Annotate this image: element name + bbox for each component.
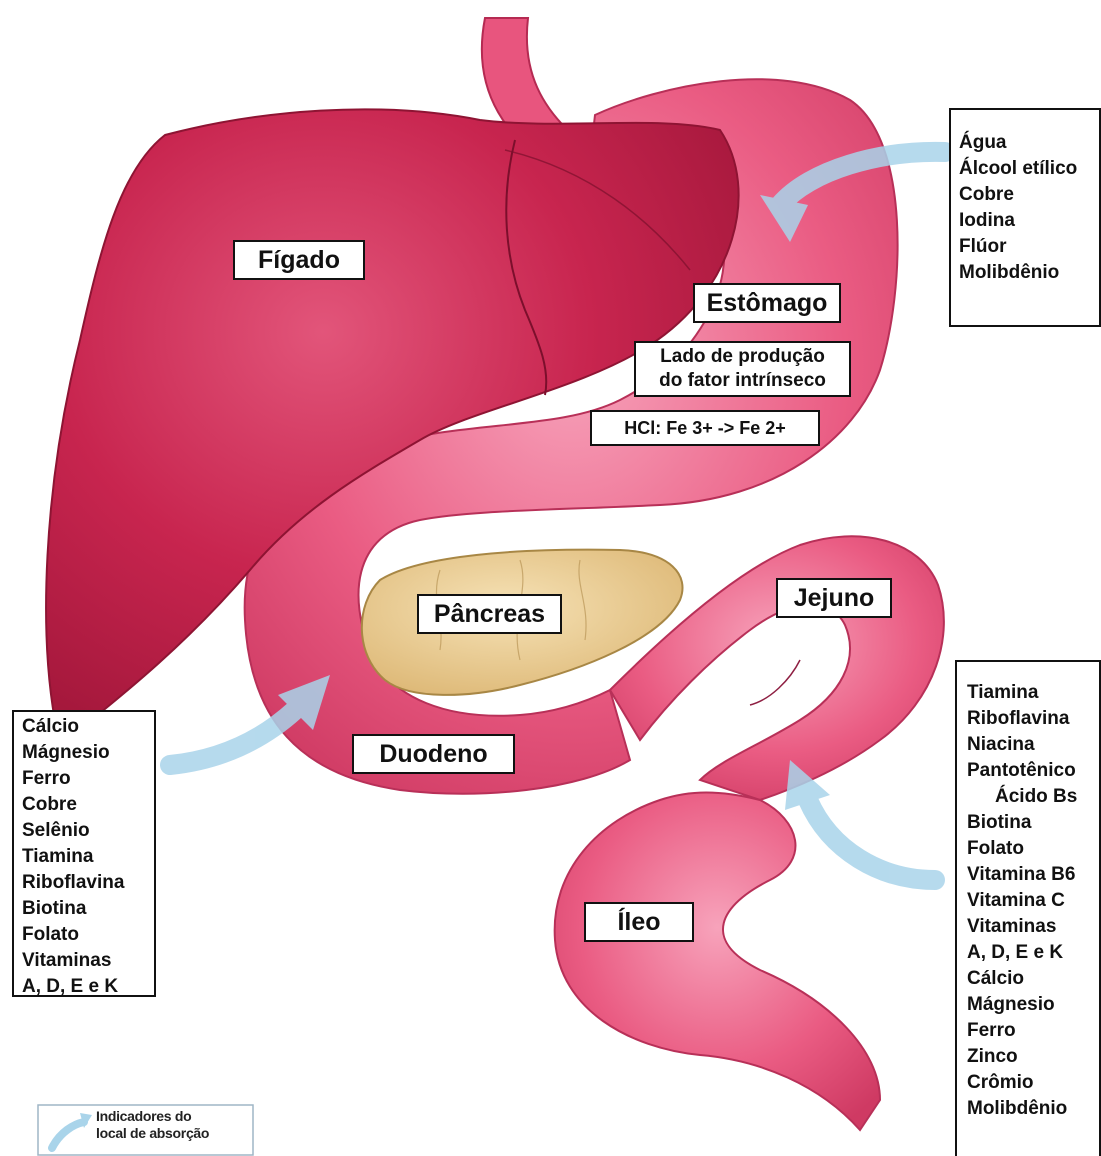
list-item: Vitamina C [967,888,1099,914]
list-item: Selênio [22,818,154,844]
duodenum-label: Duodeno [352,734,515,774]
jejunum-ileum-absorption-list: Tiamina Riboflavina Niacina Pantotênico … [955,660,1101,1156]
list-item: Mágnesio [967,992,1099,1018]
list-item: Cobre [959,182,1099,208]
list-item: Biotina [967,810,1099,836]
list-item: Mágnesio [22,740,154,766]
list-item: Flúor [959,234,1099,260]
list-item: Vitaminas [22,948,154,974]
list-item: Ácido Bs [967,784,1099,810]
legend-line2: local de absorção [96,1125,209,1142]
legend-text: Indicadores do local de absorção [96,1108,209,1142]
list-item: A, D, E e K [22,974,154,1000]
stomach-label: Estômago [693,283,841,323]
list-item: Tiamina [967,680,1099,706]
list-item: Crômio [967,1070,1099,1096]
pancreas-label: Pâncreas [417,594,562,634]
list-item: Ferro [22,766,154,792]
list-item: Molibdênio [959,260,1099,286]
list-item: Vitaminas [967,914,1099,940]
list-item: Riboflavina [22,870,154,896]
legend-line1: Indicadores do [96,1108,209,1125]
hcl-label: HCl: Fe 3+ -> Fe 2+ [590,410,820,446]
duodenum-absorption-list: Cálcio Mágnesio Ferro Cobre Selênio Tiam… [12,710,156,997]
list-item: Folato [967,836,1099,862]
list-item: A, D, E e K [967,940,1099,966]
liver-label: Fígado [233,240,365,280]
list-item: Zinco [967,1044,1099,1070]
list-item: Riboflavina [967,706,1099,732]
intrinsic-factor-label: Lado de produção do fator intrínseco [634,341,851,397]
list-item: Biotina [22,896,154,922]
list-item: Cobre [22,792,154,818]
list-item: Cálcio [22,714,154,740]
list-item: Vitamina B6 [967,862,1099,888]
jejunum-vessel [750,660,800,705]
absorption-arrow-jejunum [785,760,935,880]
list-item: Niacina [967,732,1099,758]
list-item: Ferro [967,1018,1099,1044]
list-item: Cálcio [967,966,1099,992]
intrinsic-factor-line1: Lado de produção [642,345,843,369]
list-item: Pantotênico [967,758,1099,784]
list-item: Iodina [959,208,1099,234]
stomach-absorption-list: Água Álcool etílico Cobre Iodina Flúor M… [949,108,1101,327]
intrinsic-factor-line2: do fator intrínseco [642,369,843,393]
list-item: Folato [22,922,154,948]
list-item: Álcool etílico [959,156,1099,182]
list-item: Molibdênio [967,1096,1099,1122]
ileum-label: Íleo [584,902,694,942]
list-item: Água [959,130,1099,156]
list-item: Tiamina [22,844,154,870]
jejunum-label: Jejuno [776,578,892,618]
